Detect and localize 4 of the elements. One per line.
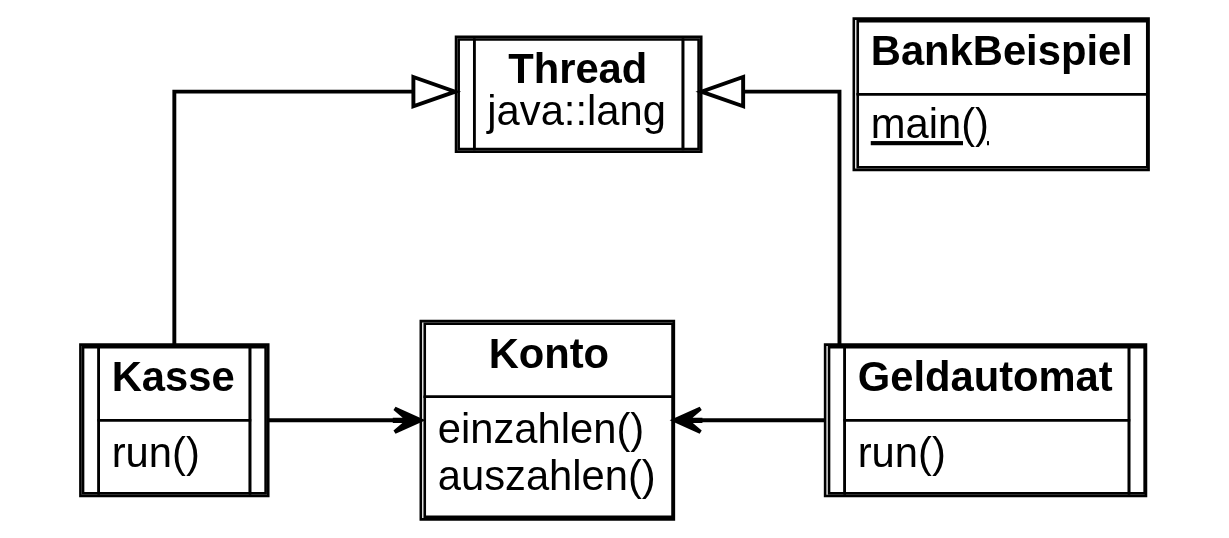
arrow (672, 406, 825, 434)
arrow (172, 74, 462, 345)
arrow (268, 406, 423, 434)
arrow (695, 74, 842, 345)
